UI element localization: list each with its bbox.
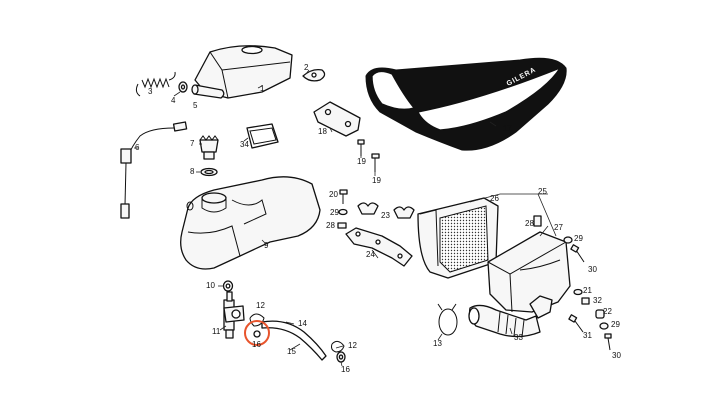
part-30-screw-b	[604, 333, 612, 351]
callout-30-upper: 30	[588, 265, 597, 274]
part-22-grommet	[595, 309, 605, 319]
callout-29-left: 29	[330, 208, 339, 217]
callout-16-ring: 16	[341, 365, 350, 374]
callout-17: 17	[503, 124, 512, 133]
part-14-fuel-hose	[261, 320, 327, 361]
callout-8: 8	[190, 167, 195, 176]
callout-9: 9	[264, 241, 269, 250]
callout-2: 2	[304, 63, 309, 72]
callout-32: 32	[593, 296, 602, 305]
callout-5: 5	[193, 101, 198, 110]
callout-3: 3	[148, 87, 153, 96]
callout-28-right: 28	[525, 219, 534, 228]
callout-14: 14	[298, 319, 307, 328]
part-29-washer-a	[338, 208, 348, 216]
part-13-clamp	[437, 303, 458, 336]
callout-19-upper: 19	[357, 157, 366, 166]
callout-20: 20	[329, 190, 338, 199]
callout-4: 4	[171, 96, 176, 105]
callout-33: 33	[514, 333, 523, 342]
part-11-fuel-tap	[223, 291, 245, 339]
callout-11: 11	[212, 327, 221, 336]
callout-10: 10	[206, 281, 215, 290]
highlight-part-16	[244, 320, 270, 346]
part-5-pin	[191, 84, 225, 99]
callout-25: 25	[538, 187, 547, 196]
callout-29-lower-right: 29	[611, 320, 620, 329]
part-29-washer-b	[563, 236, 573, 244]
part-23-wing-nut	[357, 202, 415, 219]
part-34-sticker	[246, 123, 279, 149]
part-26-air-filter	[417, 197, 499, 279]
callout-12-left: 12	[256, 301, 265, 310]
part-28-nut-a	[337, 222, 347, 229]
callout-30-lower: 30	[612, 351, 621, 360]
callout-7: 7	[190, 139, 195, 148]
part-16-ring	[336, 351, 346, 363]
callout-1: 1	[260, 84, 265, 93]
callout-21: 21	[583, 286, 592, 295]
part-19-screw-a	[357, 139, 365, 156]
part-10-washer	[222, 280, 234, 292]
callout-26: 26	[490, 194, 499, 203]
callout-12-right: 12	[348, 341, 357, 350]
callout-22: 22	[603, 307, 612, 316]
callout-34: 34	[240, 140, 249, 149]
callout-23: 23	[381, 211, 390, 220]
callout-16-tap: 16	[252, 340, 261, 349]
part-19-screw-b	[371, 153, 380, 172]
part-3-spring	[135, 71, 176, 97]
callout-18: 18	[318, 127, 327, 136]
part-24-bracket-plate	[345, 227, 413, 267]
part-6-fuel-sensor	[120, 121, 188, 219]
part-4-washer	[178, 81, 188, 93]
callout-19-lower: 19	[372, 176, 381, 185]
part-9-fuel-tank	[180, 176, 321, 270]
part-28-nut-b	[533, 215, 542, 227]
part-30-screw-a	[570, 244, 585, 263]
callout-24: 24	[366, 250, 375, 259]
part-7-fuel-cap	[199, 135, 219, 160]
part-20-screw	[339, 189, 348, 204]
part-8-seal	[200, 167, 218, 177]
part-1-tank-cover	[194, 45, 293, 99]
callout-13: 13	[433, 339, 442, 348]
callout-28-left: 28	[326, 221, 335, 230]
part-21-washer	[573, 288, 583, 296]
callout-27: 27	[554, 223, 563, 232]
part-29-washer-c	[599, 322, 609, 330]
part-18-bracket	[313, 101, 361, 137]
part-27-airbox	[487, 231, 571, 313]
callout-6: 6	[135, 143, 140, 152]
callout-15: 15	[287, 347, 296, 356]
part-17-seat: GILERA	[365, 57, 567, 151]
callout-29-upper-right: 29	[574, 234, 583, 243]
part-32-nut	[581, 297, 590, 305]
callout-31: 31	[583, 331, 592, 340]
leader-lines	[134, 69, 557, 367]
part-33-intake-duct	[468, 295, 553, 338]
part-31-screw	[568, 314, 584, 333]
part-2-clip	[302, 68, 326, 82]
